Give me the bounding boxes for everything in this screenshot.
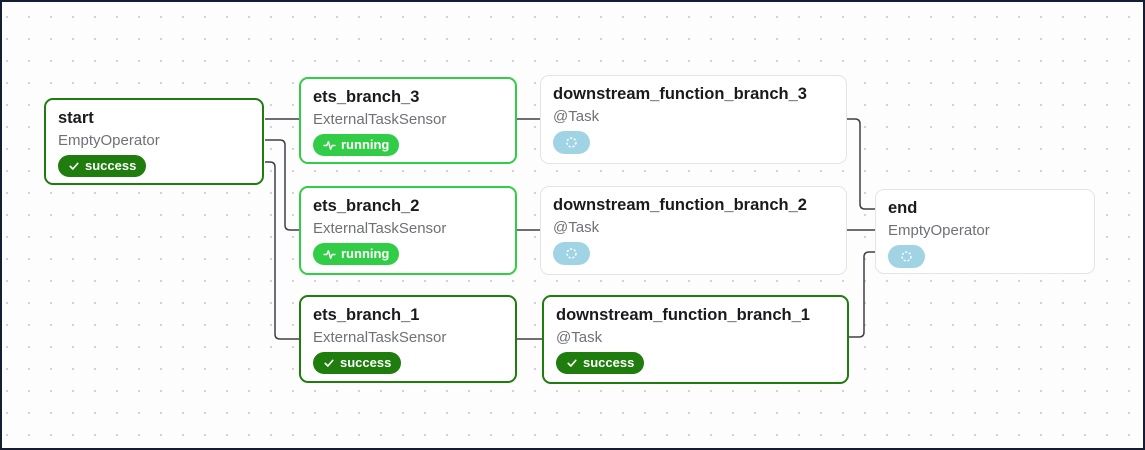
dashed-circle-icon [901,251,912,262]
task-node-downstream_function_branch_3[interactable]: downstream_function_branch_3 @Task [540,75,847,164]
activity-icon [323,140,336,150]
task-state-badge-no-status [553,131,590,154]
task-state-badge: success [58,155,147,177]
task-state-badge: success [313,352,402,374]
task-operator: @Task [556,329,603,346]
task-operator: @Task [553,108,600,125]
task-node-start[interactable]: start EmptyOperator success [44,98,264,185]
activity-icon [323,249,336,259]
dashed-circle-icon [566,248,577,259]
task-operator: ExternalTaskSensor [313,329,447,346]
task-operator: EmptyOperator [58,132,160,149]
check-icon [324,359,334,367]
task-state-label: running [341,246,390,261]
task-state-label: success [583,355,635,370]
task-title: downstream_function_branch_1 [556,306,810,324]
task-node-ets_branch_3[interactable]: ets_branch_3 ExternalTaskSensor running [299,77,517,164]
task-state-badge: running [313,243,400,265]
task-title: start [58,109,94,127]
task-node-downstream_function_branch_1[interactable]: downstream_function_branch_1 @Task succe… [542,295,849,384]
dashed-circle-icon [566,137,577,148]
task-state-badge: success [556,352,645,374]
check-icon [69,162,79,170]
check-icon [567,359,577,367]
task-title: downstream_function_branch_2 [553,196,807,214]
task-operator: EmptyOperator [888,222,990,239]
task-state-badge: running [313,134,400,156]
task-state-label: success [340,355,392,370]
task-operator: ExternalTaskSensor [313,220,447,237]
task-state-badge-no-status [553,242,590,265]
task-operator: ExternalTaskSensor [313,111,447,128]
task-title: downstream_function_branch_3 [553,85,807,103]
task-state-label: success [85,158,137,173]
task-node-downstream_function_branch_2[interactable]: downstream_function_branch_2 @Task [540,186,847,275]
edge-start-to-ets_branch_1 [265,161,299,340]
edge-downstream_function_branch_1-to-end [849,251,875,338]
edge-start-to-ets_branch_2 [265,139,299,231]
task-state-badge-no-status [888,245,925,268]
task-node-ets_branch_1[interactable]: ets_branch_1 ExternalTaskSensor success [299,295,517,383]
task-node-ets_branch_2[interactable]: ets_branch_2 ExternalTaskSensor running [299,186,517,275]
task-operator: @Task [553,219,600,236]
task-state-label: running [341,137,390,152]
task-title: ets_branch_3 [313,88,420,106]
edge-downstream_function_branch_3-to-end [847,118,875,210]
task-title: ets_branch_1 [313,306,420,324]
task-title: ets_branch_2 [313,197,420,215]
task-title: end [888,199,918,217]
task-node-end[interactable]: end EmptyOperator [875,189,1095,274]
